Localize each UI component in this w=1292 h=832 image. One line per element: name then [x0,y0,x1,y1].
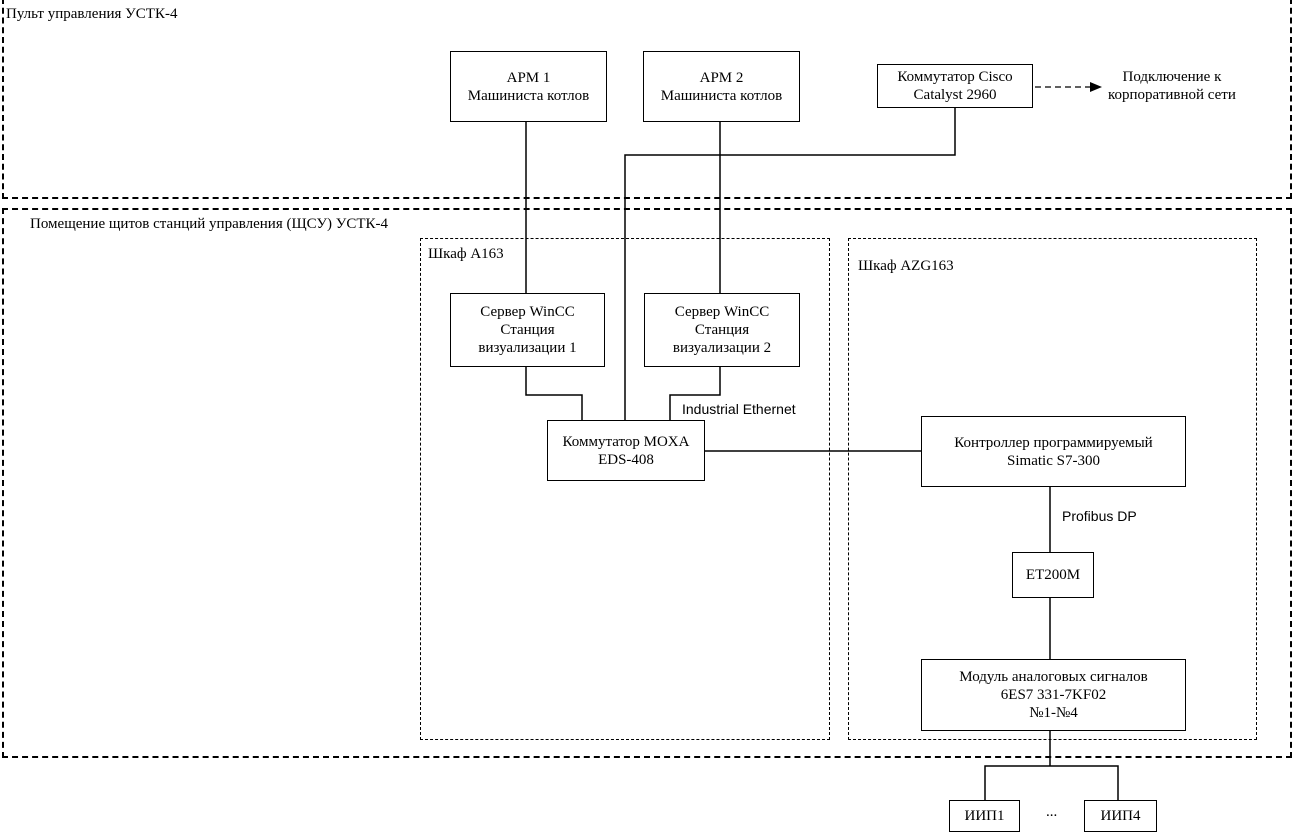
node-ai-module: Модуль аналоговых сигналов 6ES7 331-7KF0… [921,659,1186,731]
link-server2-moxa [669,367,721,420]
node-arm2: АРМ 2 Машиниста котлов [643,51,800,122]
node-iip4: ИИП4 [1084,800,1157,832]
profibus-label: Profibus DP [1062,508,1137,524]
zone-console [2,0,1292,199]
link-sensor-bus [984,765,1119,800]
zone-room [2,208,1292,758]
node-server1: Сервер WinCC Станция визуализации 1 [450,293,605,367]
industrial-ethernet-label: Industrial Ethernet [682,401,796,417]
corporate-network-label: Подключение к корпоративной сети [1108,69,1236,103]
link-cisco-moxa [624,108,956,420]
arrow-head [1090,82,1102,92]
node-iip1: ИИП1 [949,800,1020,832]
cabinet-azg163 [848,238,1257,740]
cabinet-a163 [420,238,830,740]
node-arm1: АРМ 1 Машиниста котлов [450,51,607,122]
link-server1-moxa [525,367,583,420]
ellipsis-label: ... [1046,804,1058,820]
node-moxa: Коммутатор MOXA EDS-408 [547,420,705,481]
cabinet-azg163-label: Шкаф AZG163 [858,258,954,274]
zone-console-label: Пульт управления УСТК-4 [6,6,178,22]
node-cisco: Коммутатор Cisco Catalyst 2960 [877,64,1033,108]
node-server2: Сервер WinCC Станция визуализации 2 [644,293,800,367]
node-plc: Контроллер программируемый Simatic S7-30… [921,416,1186,487]
node-et200m: ET200M [1012,552,1094,598]
zone-room-label: Помещение щитов станций управления (ЩСУ)… [30,216,389,232]
cabinet-a163-label: Шкаф А163 [428,246,504,262]
